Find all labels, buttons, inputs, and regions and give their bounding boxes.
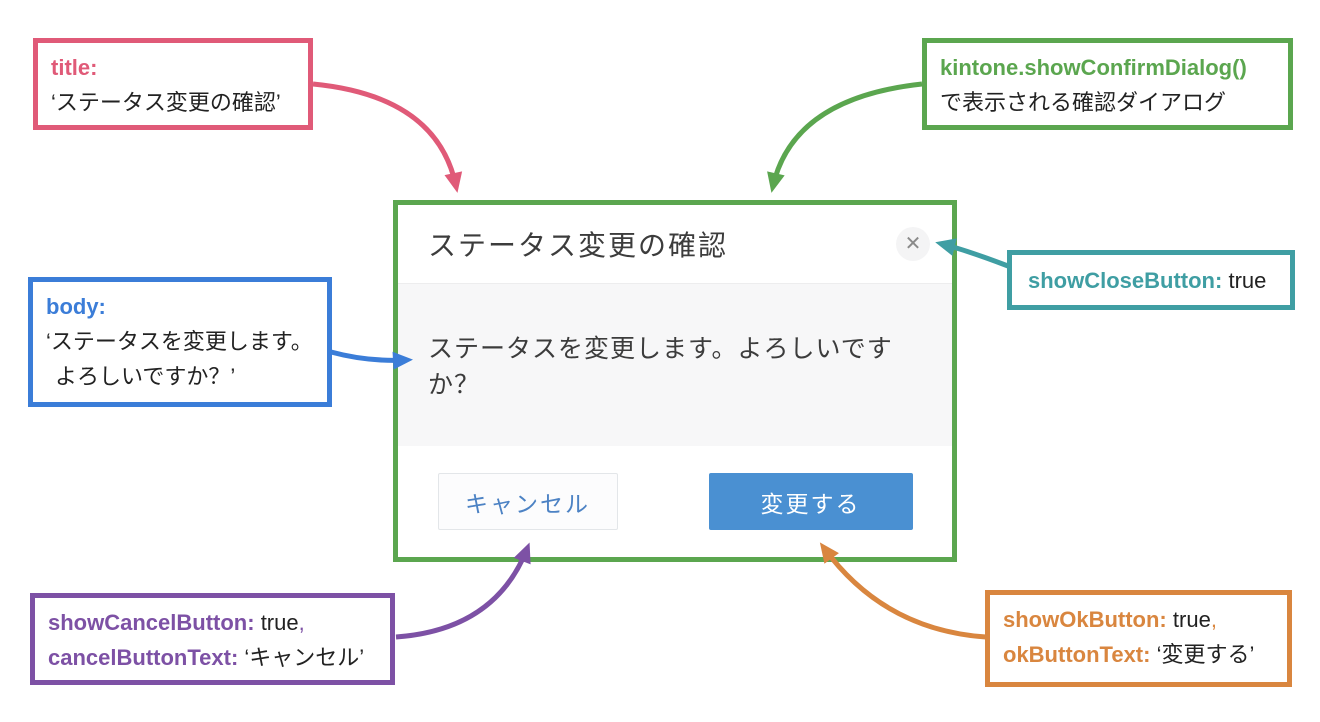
ok-button[interactable]: 変更する — [708, 473, 913, 530]
callout-ok-button: showOkButton: true, okButtonText: ‘変更する’ — [985, 590, 1292, 687]
cancel-button-arrow — [395, 542, 531, 640]
callout-body-property: body: — [46, 294, 106, 319]
callout-api-code: kintone.showConfirmDialog() — [940, 55, 1247, 80]
title-arrow — [312, 81, 463, 193]
callout-ok-line2: okButtonText: ‘変更する’ — [1003, 642, 1255, 667]
dialog-title: ステータス変更の確認 — [428, 230, 729, 261]
callout-cancel-line1: showCancelButton: true, — [48, 610, 305, 635]
callout-cancel-button: showCancelButton: true, cancelButtonText… — [30, 593, 395, 685]
dialog-header: ステータス変更の確認 ✕ — [398, 205, 952, 283]
callout-body-value-line1: ‘ステータスを変更します。 — [46, 329, 313, 354]
dialog-body-text: ステータスを変更します。よろしいですか？ — [428, 335, 893, 399]
callout-close-text: showCloseButton: true — [1028, 267, 1267, 293]
callout-api-description: で表示される確認ダイアログ — [940, 90, 1227, 115]
callout-cancel-line2: cancelButtonText: ‘キャンセル’ — [48, 645, 365, 670]
callout-title-property: title: — [51, 55, 98, 80]
callout-body-value-line2: よろしいですか？’ — [55, 364, 236, 389]
api-arrow — [767, 81, 923, 193]
close-icon: ✕ — [904, 233, 922, 255]
dialog-footer: キャンセル 変更する — [398, 446, 952, 557]
confirm-dialog: ステータス変更の確認 ✕ ステータスを変更します。よろしいですか？ キャンセル … — [393, 200, 957, 562]
callout-ok-line1: showOkButton: true, — [1003, 607, 1217, 632]
callout-title: title: ‘ステータス変更の確認’ — [33, 38, 313, 130]
close-button[interactable]: ✕ — [896, 227, 930, 261]
callout-body: body: ‘ステータスを変更します。 よろしいですか？’ — [28, 277, 332, 407]
cancel-button[interactable]: キャンセル — [437, 473, 618, 530]
callout-title-value: ‘ステータス変更の確認’ — [51, 90, 281, 115]
callout-api: kintone.showConfirmDialog() で表示される確認ダイアロ… — [922, 38, 1293, 130]
dialog-body: ステータスを変更します。よろしいですか？ — [398, 283, 952, 446]
callout-close-button: showCloseButton: true — [1007, 250, 1295, 310]
